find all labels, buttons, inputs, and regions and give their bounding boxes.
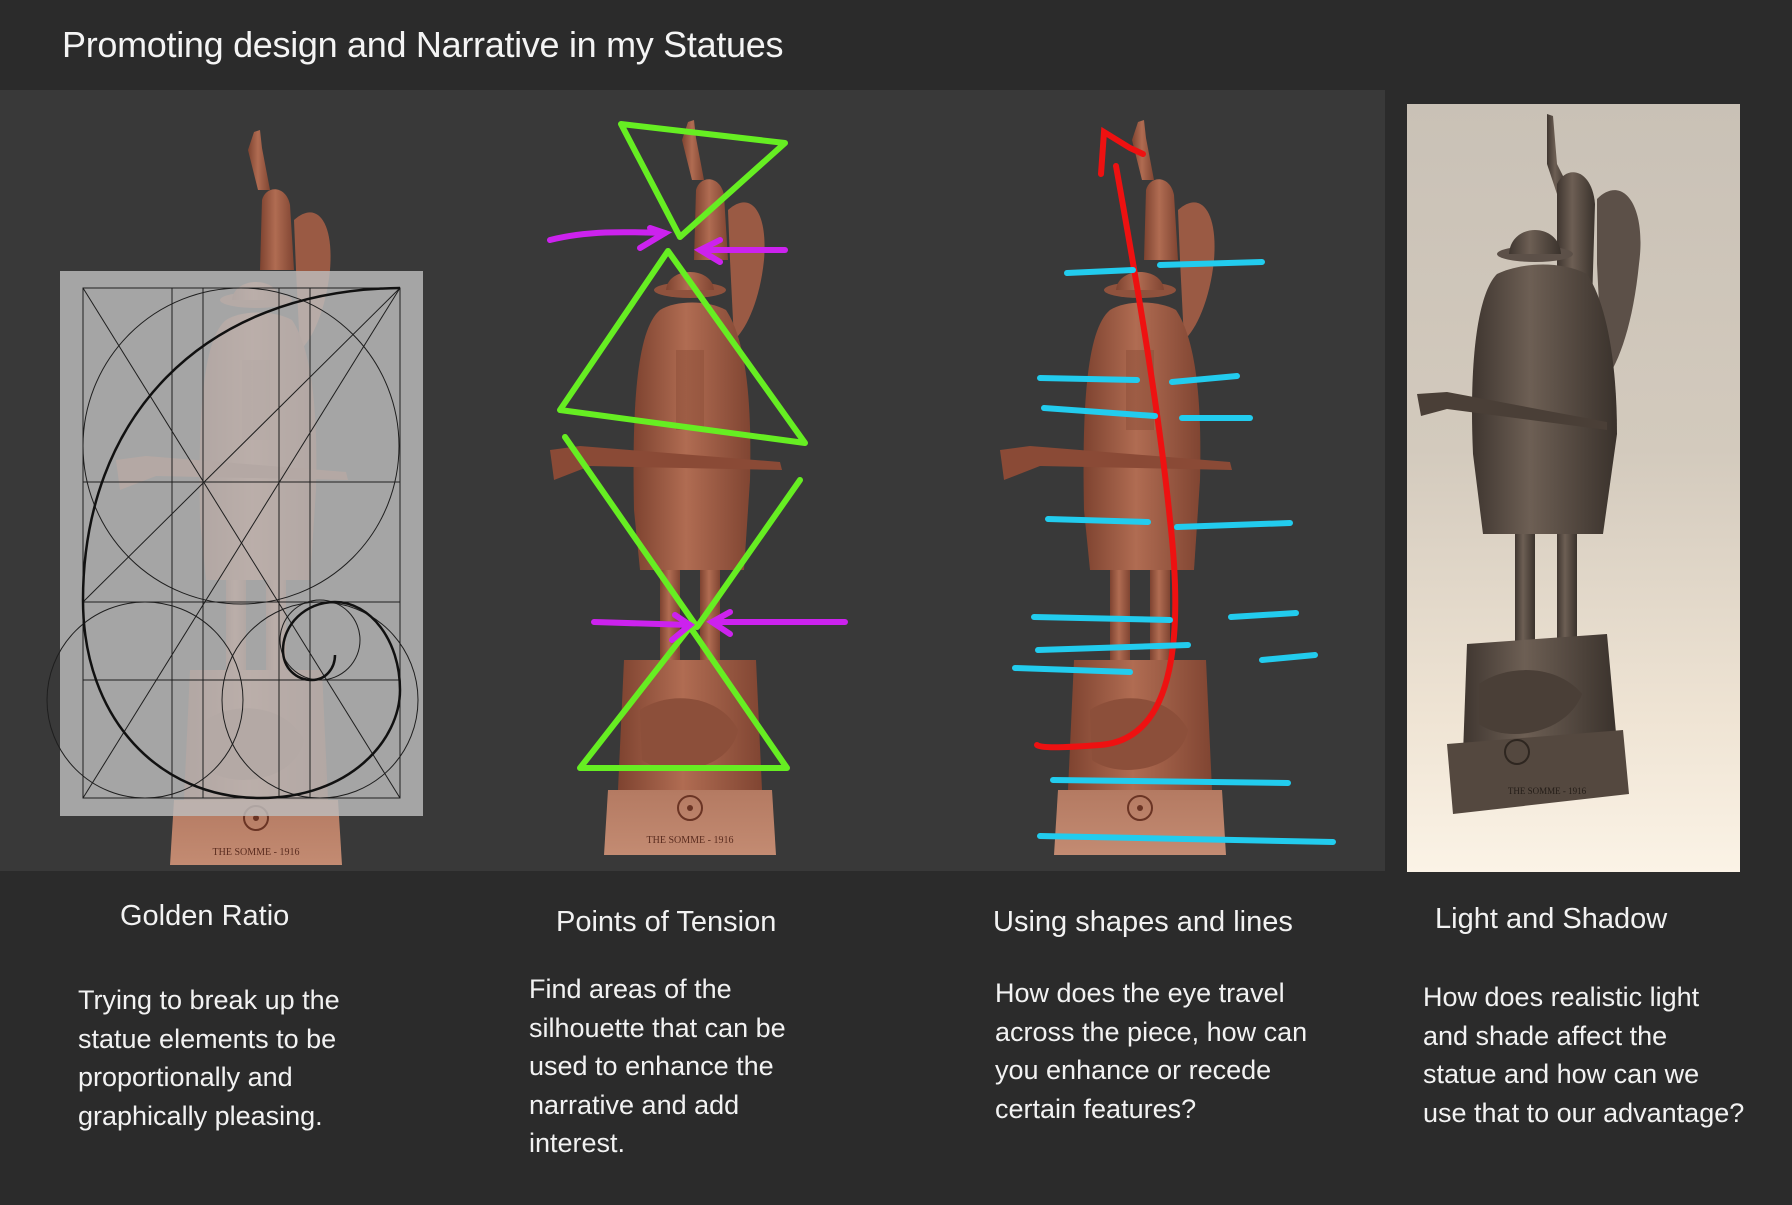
description-light-and-shadow: How does realistic light and shade affec…	[1423, 982, 1745, 1128]
statue-illustrations: THE SOMME - 1916 THE SOMME - 1916	[46, 119, 1336, 866]
svg-text:THE SOMME - 1916: THE SOMME - 1916	[1508, 786, 1587, 796]
rendered-statue-image: THE SOMME - 1916	[1417, 114, 1641, 814]
heading-golden-ratio: Golden Ratio	[120, 900, 290, 932]
page-title: Promoting design and Narrative in my Sta…	[62, 24, 784, 65]
description-points-of-tension: Find areas of the silhouette that can be…	[529, 974, 786, 1158]
svg-text:THE SOMME - 1916: THE SOMME - 1916	[213, 847, 300, 858]
description-shapes-and-lines: How does the eye travel across the piece…	[995, 978, 1308, 1124]
shapes-and-lines-panel	[999, 119, 1336, 856]
golden-ratio-panel: THE SOMME - 1916	[46, 129, 423, 866]
svg-text:THE SOMME - 1916: THE SOMME - 1916	[647, 835, 734, 846]
light-and-shadow-render: THE SOMME - 1916	[1407, 104, 1740, 872]
image-strip: THE SOMME - 1916 THE SOMME - 1916	[0, 90, 1385, 871]
heading-points-of-tension: Points of Tension	[556, 906, 777, 938]
heading-shapes-and-lines: Using shapes and lines	[993, 906, 1293, 938]
points-of-tension-panel: THE SOMME - 1916	[547, 119, 848, 856]
heading-light-and-shadow: Light and Shadow	[1435, 903, 1668, 935]
description-golden-ratio: Trying to break up the statue elements t…	[78, 985, 340, 1131]
